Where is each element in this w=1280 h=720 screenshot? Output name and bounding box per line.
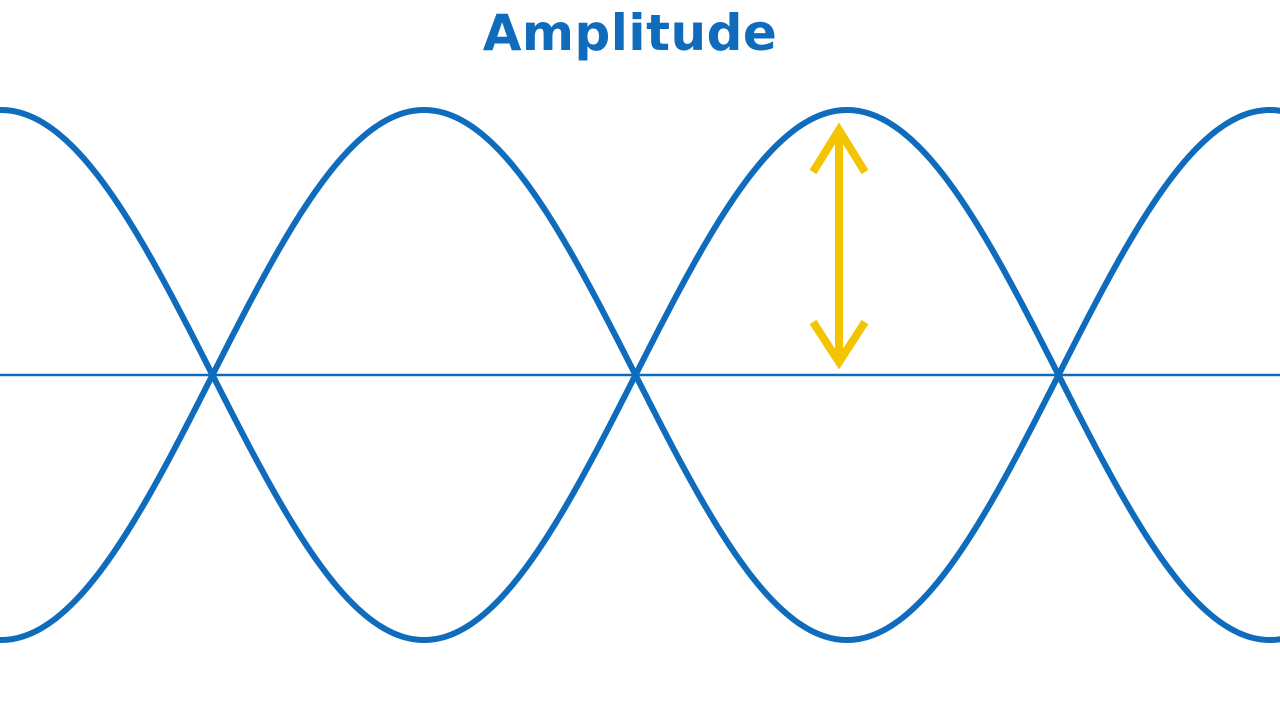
amplitude-arrow-head-top xyxy=(809,122,869,175)
amplitude-arrow xyxy=(809,122,869,370)
amplitude-arrow-head-bottom xyxy=(809,319,869,370)
wave-inverted-cosine xyxy=(0,107,1280,644)
diagram-title: Amplitude xyxy=(482,4,778,62)
